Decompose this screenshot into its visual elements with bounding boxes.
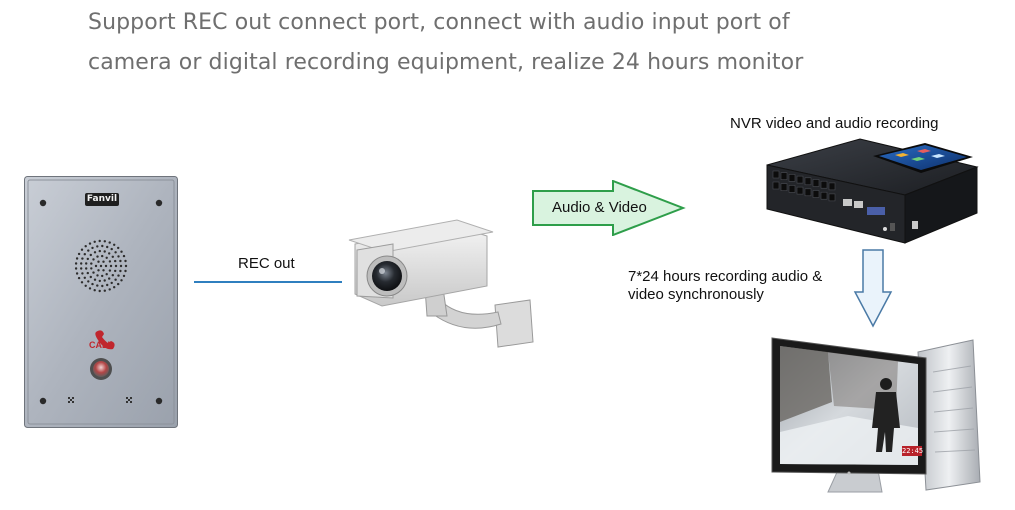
monitor-icon: 22:45 [768,332,988,500]
door-intercom-panel: Fanvil CALL [24,176,178,428]
recording-note-line-1: 7*24 hours recording audio & [628,268,823,285]
security-camera-icon [345,210,540,350]
heading-line-1: Support REC out connect port, connect wi… [88,10,790,35]
video-timestamp: 22:45 [902,447,924,455]
audio-video-label: Audio & Video [552,199,647,216]
rec-out-line [194,281,342,283]
call-label: CALL [89,340,113,350]
down-arrow-icon [853,248,893,328]
heading-line-2: camera or digital recording equipment, r… [88,50,804,75]
intercom-brand-logo: Fanvil [86,194,118,204]
nvr-title: NVR video and audio recording [730,115,939,132]
recording-note-line-2: video synchronously [628,286,764,303]
recording-note: 7*24 hours recording audio & video synch… [628,268,822,304]
nvr-device-icon [765,137,980,245]
audio-video-arrow-icon [531,179,686,237]
rec-out-label: REC out [238,255,295,272]
